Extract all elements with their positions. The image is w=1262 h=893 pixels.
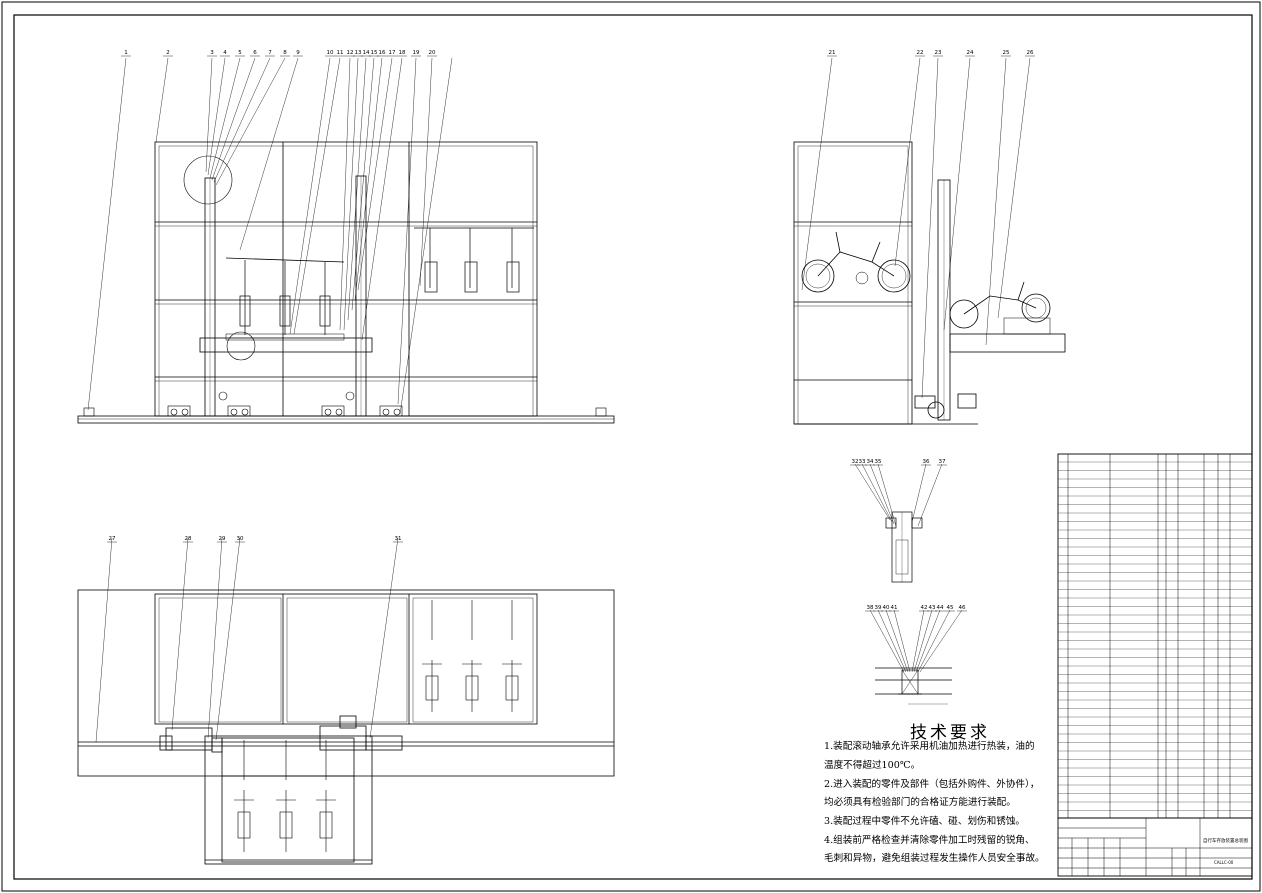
- callout-number: 28: [185, 536, 192, 542]
- callout-number: 40: [883, 605, 890, 611]
- callout-number: 1: [124, 50, 128, 56]
- callout-number: 37: [939, 459, 946, 465]
- callout-number: 15: [371, 50, 378, 56]
- callout-number: 17: [389, 50, 396, 56]
- callout-number: 44: [937, 605, 944, 611]
- callout-number: 21: [829, 50, 836, 56]
- callout-number: 12: [347, 50, 354, 56]
- requirement-line: 温度不得超过100℃。: [824, 760, 921, 771]
- callout-number: 19: [413, 50, 420, 56]
- callout-number: 23: [935, 50, 942, 56]
- callout-number: 39: [875, 605, 882, 611]
- callout-number: 10: [327, 50, 334, 56]
- callout-number: 26: [1027, 50, 1034, 56]
- callout-number: 32: [852, 459, 859, 465]
- requirement-line: 2.进入装配的零件及部件（包括外购件、外协件），: [824, 779, 1040, 790]
- callout-number: 25: [1003, 50, 1010, 56]
- callout-number: 30: [237, 536, 244, 542]
- requirement-line: 均必须具有检验部门的合格证方能进行装配。: [824, 797, 1016, 808]
- callout-number: 8: [283, 50, 287, 56]
- callout-number: 9: [296, 50, 300, 56]
- callout-number: 31: [395, 536, 402, 542]
- requirement-line: 3.装配过程中零件不允许磕、碰、划伤和锈蚀。: [824, 816, 1026, 827]
- callout-number: 6: [253, 50, 257, 56]
- technical-requirements-title: 技术要求: [910, 723, 990, 743]
- callout-number: 4: [223, 50, 227, 56]
- drawing-frame: [13, 14, 1253, 880]
- requirement-line: 4.组装前严格检查并清除零件加工时残留的锐角、: [824, 835, 1035, 846]
- callout-number: 7: [268, 50, 272, 56]
- callout-number: 42: [921, 605, 928, 611]
- callout-number: 41: [891, 605, 898, 611]
- requirement-line: 毛刺和异物，避免组装过程发生操作人员安全事故。: [824, 853, 1045, 864]
- callout-number: 33: [859, 459, 866, 465]
- callout-number: 29: [219, 536, 226, 542]
- callout-number: 45: [947, 605, 954, 611]
- detail-view-a: [854, 463, 943, 583]
- callout-number: 43: [929, 605, 936, 611]
- callout-number: 22: [917, 50, 924, 56]
- title-block-caption: 自行车存放装置总装图: [1203, 839, 1248, 844]
- callout-number: 2: [166, 50, 170, 56]
- front-view: [77, 57, 615, 424]
- callout-number: 11: [337, 50, 344, 56]
- side-view: [793, 57, 1066, 425]
- callout-number: 16: [379, 50, 386, 56]
- callout-number: 34: [867, 459, 874, 465]
- top-view: [77, 537, 615, 865]
- callout-number: 38: [867, 605, 874, 611]
- callout-number: 24: [967, 50, 974, 56]
- callout-number: 3: [210, 50, 214, 56]
- callout-number: 36: [923, 459, 930, 465]
- callout-number: 18: [399, 50, 406, 56]
- callout-number: 20: [429, 50, 436, 56]
- requirement-line: 1.装配滚动轴承允许采用机油加热进行热装，油的: [824, 741, 1035, 752]
- callout-number: 14: [363, 50, 370, 56]
- callout-number: 46: [959, 605, 966, 611]
- callout-number: 5: [238, 50, 242, 56]
- detail-view-b: [869, 609, 963, 705]
- callout-number: 35: [875, 459, 882, 465]
- callout-number: 13: [355, 50, 362, 56]
- callout-number: 27: [109, 536, 116, 542]
- parts-list-table: [1057, 453, 1253, 877]
- title-block-drawing-number: CALLC-00: [1214, 860, 1234, 865]
